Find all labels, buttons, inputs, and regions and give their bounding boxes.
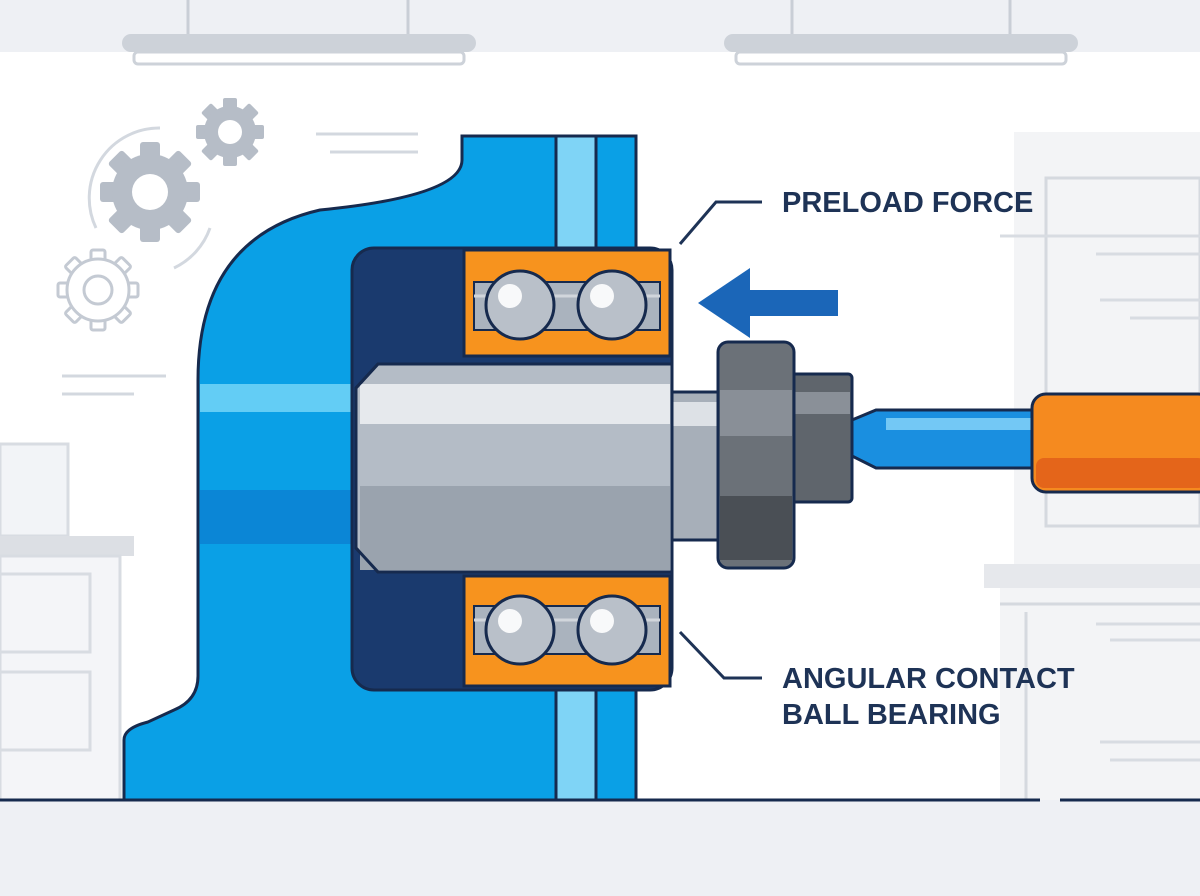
angular-contact-bearing-bottom bbox=[462, 574, 672, 688]
decor-lines bbox=[62, 126, 418, 396]
shaft bbox=[354, 362, 746, 574]
bearing-label-line1: ANGULAR CONTACT bbox=[782, 663, 1075, 695]
lock-nut bbox=[716, 340, 854, 570]
ceiling-light bbox=[122, 0, 476, 66]
bearing-ball bbox=[484, 594, 556, 666]
ceiling-light bbox=[724, 0, 1078, 66]
housing-shade bbox=[200, 490, 354, 544]
background-cabinet bbox=[0, 442, 134, 802]
preload-force-label: PRELOAD FORCE bbox=[782, 187, 1033, 219]
force-arrow-icon bbox=[698, 268, 838, 338]
preload-tool bbox=[850, 392, 1200, 494]
preload-leader-line bbox=[678, 200, 762, 245]
bearing-ball bbox=[484, 269, 556, 341]
gear-icon bbox=[56, 248, 140, 332]
bearing-ball bbox=[576, 594, 648, 666]
gear-icon bbox=[100, 142, 200, 242]
angular-contact-bearing-top bbox=[462, 248, 672, 358]
bearing-label-line2: BALL BEARING bbox=[782, 699, 1001, 731]
bearing-leader-line bbox=[678, 630, 762, 680]
housing-highlight bbox=[200, 384, 354, 412]
bearing-ball bbox=[576, 269, 648, 341]
gear-icon bbox=[196, 98, 264, 166]
